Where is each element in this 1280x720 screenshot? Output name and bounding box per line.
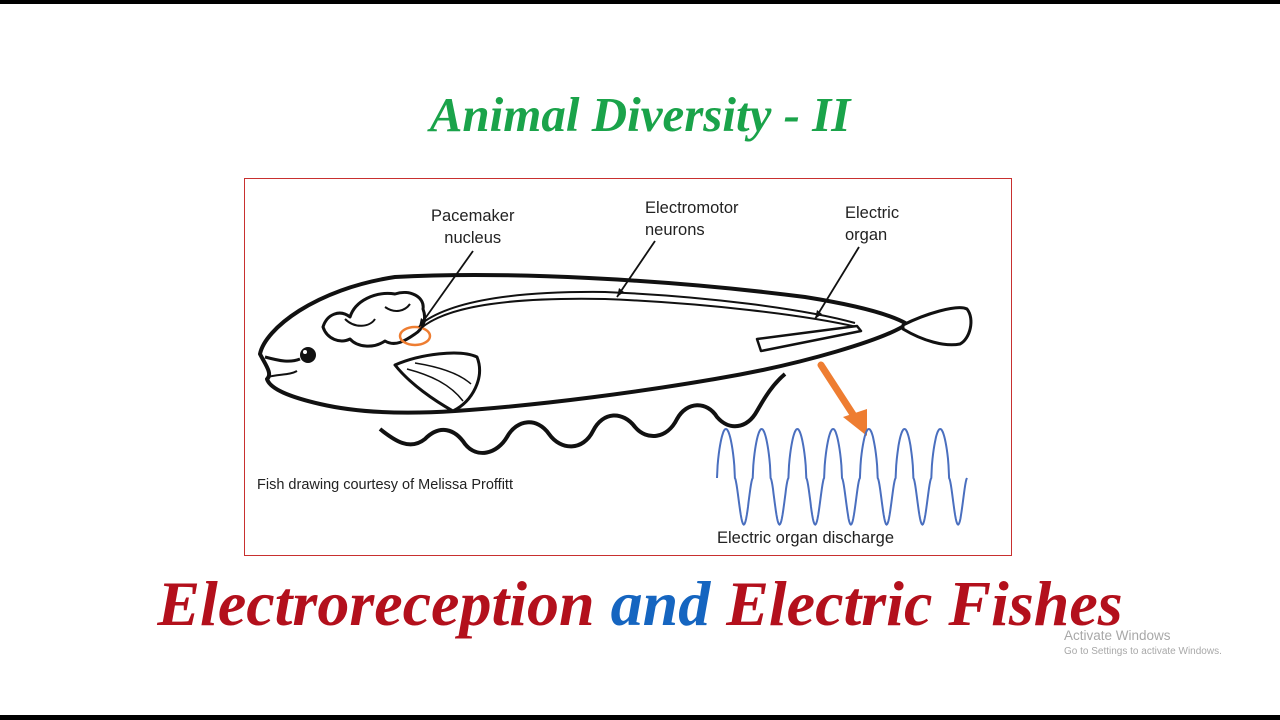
ventral-fin (378, 372, 787, 455)
subtitle-part1: Electroreception (157, 568, 595, 639)
subtitle-part2: and (610, 568, 711, 639)
discharge-arrow-shaft (817, 361, 860, 423)
figure-credit: Fish drawing courtesy of Melissa Proffit… (257, 477, 513, 493)
discharge-arrow-head (843, 409, 867, 436)
pacemaker-pointer (418, 250, 474, 328)
tail-fin (901, 306, 973, 347)
pacemaker-highlight (398, 325, 432, 347)
fish-diagram (258, 240, 973, 526)
subtitle-part3: Electric Fishes (726, 568, 1123, 639)
discharge-waveform (716, 427, 968, 526)
bottom-border (0, 715, 1280, 720)
top-border (0, 0, 1280, 4)
activate-windows-watermark: Activate Windows Go to Settings to activ… (1064, 628, 1222, 657)
fish-eye (300, 347, 316, 363)
label-discharge: Electric organ discharge (717, 529, 895, 547)
discharge-trace (716, 427, 968, 526)
slide-title: Animal Diversity - II (429, 87, 851, 142)
electric-organ (755, 324, 863, 353)
electric-organ-pointer (814, 246, 860, 320)
slide-subtitle: Electroreception and Electric Fishes (0, 567, 1280, 641)
electromotor-pointer (616, 240, 656, 298)
electromotor-tract (419, 297, 858, 330)
